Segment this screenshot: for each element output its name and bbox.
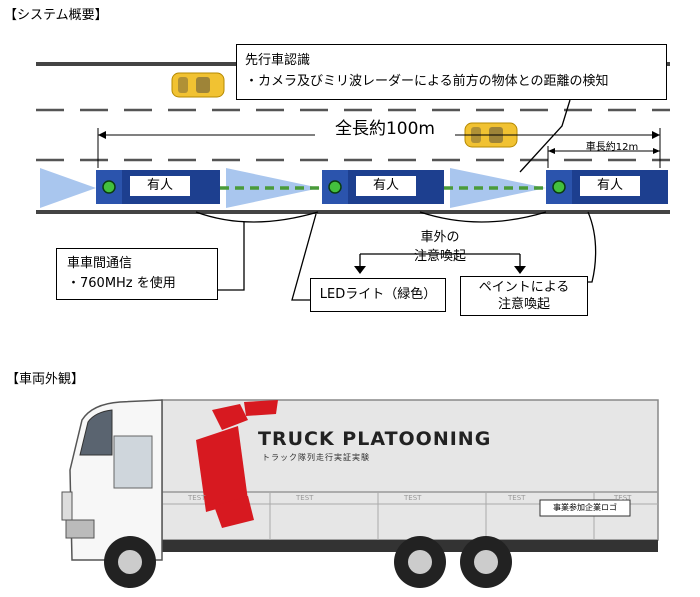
- test-mark: TEST: [404, 494, 422, 502]
- connector-lead: [519, 99, 571, 173]
- paint-alert-line2: 注意喚起: [497, 297, 550, 312]
- paint-alert-callout: ペイントによる 注意喚起: [460, 276, 588, 316]
- truck-label: 有人: [580, 176, 640, 196]
- truck-label: 有人: [356, 176, 416, 196]
- total-length-label: 全長約100m: [315, 114, 455, 139]
- truck-label: 有人: [130, 176, 190, 196]
- truck-brand-text: TRUCK PLATOONING: [258, 428, 492, 450]
- connector-led: [291, 213, 317, 301]
- lead-vehicle-callout: 先行車認識 ・カメラ及びミリ波レーダーによる前方の物体との距離の検知: [236, 44, 667, 100]
- lead-callout-title: 先行車認識: [245, 53, 311, 68]
- paint-alert-line1: ペイントによる: [478, 280, 570, 295]
- connector-v2v: [218, 222, 245, 291]
- connector-paint: [586, 211, 597, 283]
- car-icon: [171, 72, 225, 98]
- external-alert-line2: 注意喚起: [413, 249, 466, 264]
- external-alert-label: 車外の 注意喚起: [392, 228, 488, 266]
- external-alert-line1: 車外の: [420, 230, 460, 245]
- section-title-system: 【システム概要】: [4, 8, 108, 23]
- v2v-callout-title: 車車間通信: [67, 256, 133, 271]
- test-mark: TEST: [296, 494, 314, 502]
- lead-callout-detail: ・カメラ及びミリ波レーダーによる前方の物体との距離の検知: [245, 74, 609, 89]
- truck-subtitle-text: トラック隊列走行実証実験: [262, 453, 370, 462]
- test-mark: TEST: [508, 494, 526, 502]
- sponsor-logo-label: 事業参加企業ロゴ: [553, 503, 617, 512]
- test-mark: TEST: [188, 494, 206, 502]
- test-mark: TEST: [614, 494, 632, 502]
- v2v-callout: 車車間通信 ・760MHz を使用: [56, 248, 218, 300]
- truck-side-illustration: [61, 399, 659, 588]
- led-light-callout: LEDライト（緑色）: [310, 278, 446, 312]
- sensor-cone: [40, 168, 96, 208]
- section-title-exterior: 【車両外観】: [6, 372, 85, 387]
- truck-top-icon: [546, 170, 668, 204]
- vehicle-length-label: 車長約12m: [585, 142, 639, 153]
- v2v-callout-detail: ・760MHz を使用: [67, 276, 176, 291]
